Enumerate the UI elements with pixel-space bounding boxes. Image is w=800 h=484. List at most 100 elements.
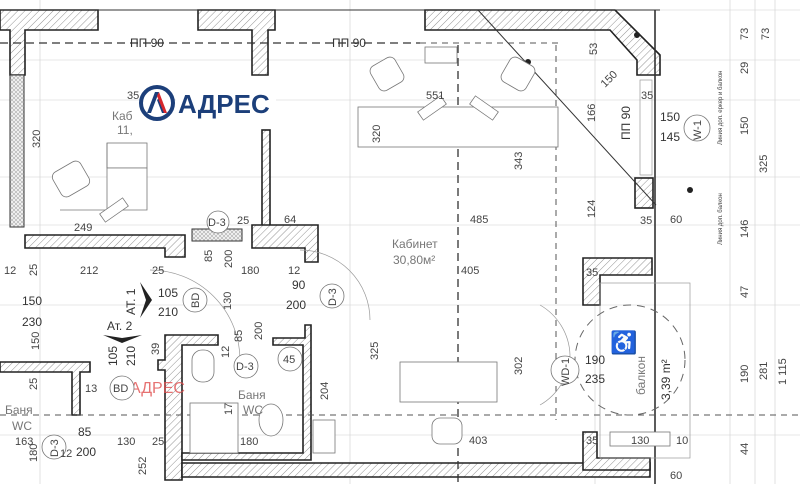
dimension: 302 [513,357,525,375]
element-tags: D-3 D-3 D-3 D-3 BD BD WD-1 W-1 45 АТ. 1 … [41,114,711,460]
dimension: 551 [426,90,444,102]
dimension: 73 [739,28,751,40]
dimension: 200 [223,250,235,268]
dimension: 320 [31,130,43,148]
dimension: 35 [641,90,653,102]
dimension: 12 [4,265,16,277]
dimension: 200 [253,322,265,340]
door-tag: D-3 [49,439,61,457]
window-tag: W-1 [692,120,704,140]
dimension: 403 [469,435,487,447]
dimension: 25 [152,436,164,448]
dimension: 130 [117,436,135,448]
dimension: 25 [28,378,40,390]
dimension: 249 [74,222,92,234]
dimension: 60 [670,214,682,226]
door-tag: D-3 [208,217,226,229]
circle-tag: 45 [283,354,295,366]
dimension: 29 [739,62,751,74]
dimension: 25 [28,264,40,276]
dimension: 17 [223,403,235,415]
logo-mark-icon [139,85,175,121]
dimension: 210 [158,305,178,319]
dimension: 35 [127,90,139,102]
door-tag: D-3 [236,361,254,373]
room-area: 11, [117,123,133,137]
room-name: балкон [634,356,648,395]
dimension: 35 [586,435,598,447]
dimension: 230 [22,315,42,329]
side-note: Линия доп. еркер и балкон [718,71,724,146]
room-name: Каб [112,109,133,123]
section-label: АТ. 1 [124,288,138,315]
room-labels: Каб 11, Кабинет 30,80м² Баня WC Баня WC … [5,36,724,433]
dimension: 325 [369,342,381,360]
dimension: 166 [586,104,598,122]
dimension: 281 [758,362,770,380]
side-note: Линия доп. балкон [718,193,724,245]
walls [0,9,661,484]
dimension: 85 [203,250,215,262]
room-name: Баня [5,403,33,417]
dimension: 150 [739,117,751,135]
dimension: 325 [758,155,770,173]
dimension: 105 [158,286,178,300]
dimension: 190 [739,365,751,383]
room-sub: WC [243,403,263,417]
dimension: 90 [292,278,306,292]
dimension: 124 [586,200,598,218]
dimension: 44 [739,443,751,455]
section-arrow-icon [140,282,152,318]
dimension: 12 [60,448,72,460]
room-name: Баня [238,388,266,402]
dimension: 47 [739,286,751,298]
accessible-icon: ♿ [610,330,637,355]
dimension: 210 [124,346,138,366]
dimension: 146 [739,220,751,238]
dimension: 10 [676,435,688,447]
dimension: 204 [319,382,331,400]
dimension: 163 [15,436,33,448]
dimension: 252 [137,457,149,475]
dimension: 405 [461,265,479,277]
dimension: 12 [220,346,232,358]
dimension: 13 [85,383,97,395]
door-tag: WD-1 [560,358,572,386]
section-arrow-icon [103,335,142,343]
dimension: 130 [222,292,234,310]
dimension: 60 [670,470,682,482]
dimension: 35 [586,267,598,279]
dimensions: 35 320 320 249 25 64 551 343 485 166 53 … [4,28,789,482]
dimension: 145 [660,130,680,144]
dimension: 25 [237,215,249,227]
dimension: 485 [470,214,488,226]
dimension: 200 [286,298,306,312]
dimension: 180 [240,436,258,448]
logo-mark-glyph [147,92,166,113]
window-mark: ПП 90 [332,36,366,50]
dimension: 150 [30,332,42,350]
openings [0,9,800,484]
dimension: 35 [640,215,652,227]
dimension: 39 [150,343,162,355]
dimension: 150 [599,69,620,90]
dimension: 105 [106,346,120,366]
dimension: 190 [585,353,605,367]
door-tag: BD [190,293,202,308]
dimension: 130 [631,435,649,447]
section-label: Ат. 2 [107,319,133,333]
logo-text: АДРЕС [178,89,270,119]
dimension: 180 [241,265,259,277]
room-sub: WC [12,419,32,433]
dimension: 73 [760,28,772,40]
door-tag: D-3 [327,288,339,306]
logo: АДРЕС [139,85,276,121]
dimension: 12 [288,265,300,277]
watermark: АДРЕС [130,380,185,397]
dimension: 25 [152,265,164,277]
room-area: 3,39 m² [659,359,673,400]
furniture [51,56,671,454]
window-mark: ПП 90 [130,36,164,50]
dimension: 150 [22,294,42,308]
